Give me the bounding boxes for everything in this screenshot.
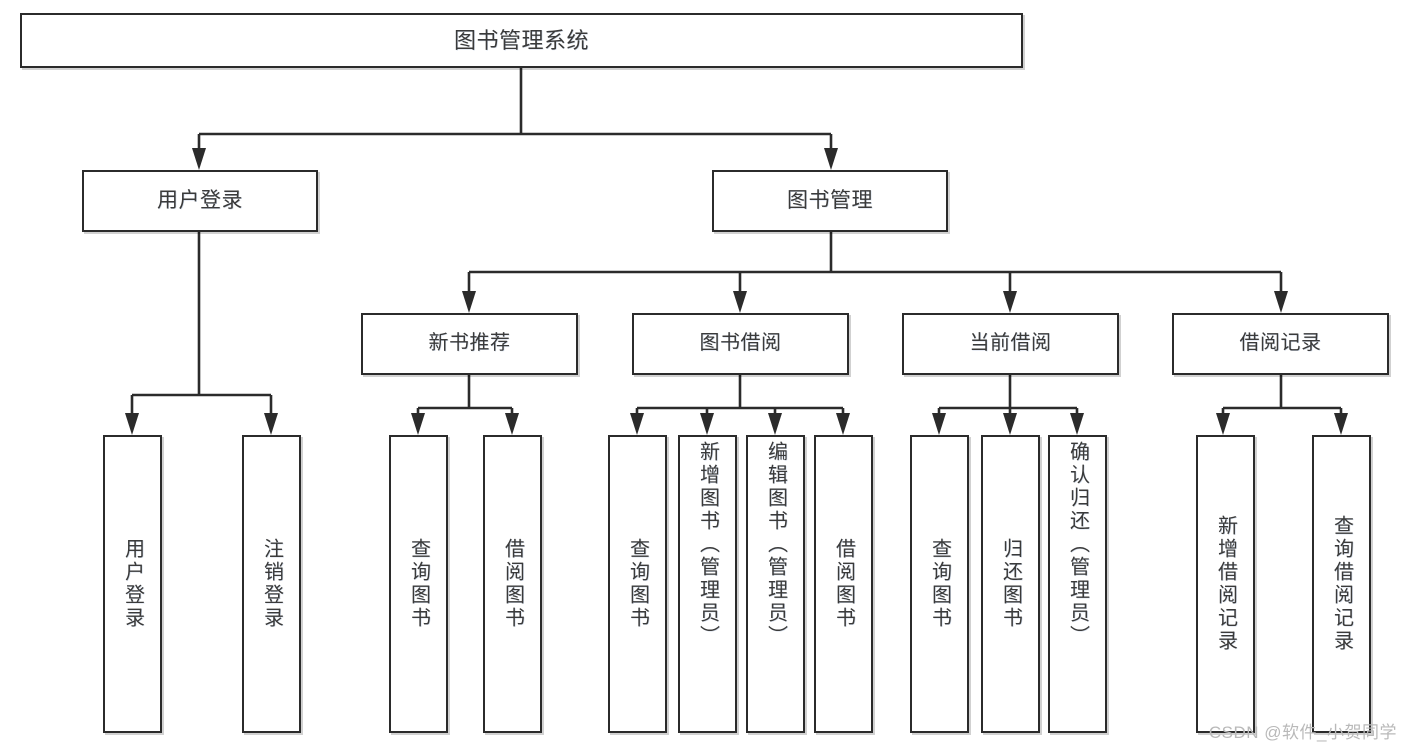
leaf-recommend-borrow-book-label: 借阅图书 (501, 538, 524, 630)
leaf-borrow-edit-book-wrap: 编辑图书（管理员） (748, 437, 803, 735)
leaf-recommend-query-book-wrap: 查询图书 (391, 437, 446, 731)
leaf-borrow-query-book-wrap: 查询图书 (610, 437, 665, 731)
node-user-login[interactable]: 用户登录 (82, 170, 318, 232)
leaf-borrow-query-book-label: 查询图书 (626, 538, 649, 630)
leaf-borrow-borrow-book[interactable]: 借阅图书 (814, 435, 873, 733)
leaf-recommend-query-book-label: 查询图书 (407, 538, 430, 630)
leaf-borrow-borrow-book-wrap: 借阅图书 (816, 437, 871, 731)
leaf-user-login[interactable]: 用户登录 (103, 435, 162, 733)
leaf-current-confirm-return[interactable]: 确认归还（管理员） (1048, 435, 1107, 733)
arrow-bookmgmt-c2 (733, 291, 747, 313)
arrow-records-l2 (1334, 413, 1348, 435)
arrow-borrow-l4 (836, 413, 850, 435)
leaf-recommend-borrow-book-wrap: 借阅图书 (485, 437, 540, 731)
leaf-records-query-record[interactable]: 查询借阅记录 (1312, 435, 1371, 733)
leaf-user-login-wrap: 用户登录 (105, 437, 160, 731)
arrow-current-l1 (932, 413, 946, 435)
arrow-newbook-l2 (505, 413, 519, 435)
arrow-newbook-l1 (411, 413, 425, 435)
arrow-bookmgmt-c4 (1274, 291, 1288, 313)
node-root-label: 图书管理系统 (453, 27, 589, 53)
csdn-watermark: CSDN @软件_小贺同学 (1208, 723, 1397, 742)
leaf-borrow-edit-book[interactable]: 编辑图书（管理员） (746, 435, 805, 733)
leaf-records-add-record-label: 新增借阅记录 (1214, 515, 1237, 653)
arrow-userlogin-l1 (125, 413, 139, 435)
arrow-records-l1 (1216, 413, 1230, 435)
node-book-management[interactable]: 图书管理 (712, 170, 948, 232)
node-borrow-records[interactable]: 借阅记录 (1172, 313, 1389, 375)
arrow-borrow-l2 (700, 413, 714, 435)
leaf-logout[interactable]: 注销登录 (242, 435, 301, 733)
node-current-borrow-label: 当前借阅 (969, 332, 1052, 355)
node-book-management-label: 图书管理 (787, 188, 873, 212)
node-borrow-records-label: 借阅记录 (1239, 332, 1322, 355)
arrow-bookmgmt-c1 (462, 291, 476, 313)
leaf-current-confirm-return-wrap: 确认归还（管理员） (1050, 437, 1105, 735)
leaf-current-query-book[interactable]: 查询图书 (910, 435, 969, 733)
leaf-borrow-add-book[interactable]: 新增图书（管理员） (678, 435, 737, 733)
leaf-current-return-book-label: 归还图书 (999, 538, 1022, 630)
arrow-userlogin-l2 (264, 413, 278, 435)
leaf-records-query-record-label: 查询借阅记录 (1330, 515, 1353, 653)
arrow-root-to-book-mgmt (824, 148, 838, 170)
arrow-current-l2 (1003, 413, 1017, 435)
leaf-records-query-record-wrap: 查询借阅记录 (1314, 437, 1369, 731)
node-current-borrow[interactable]: 当前借阅 (902, 313, 1119, 375)
arrow-current-l3 (1070, 413, 1084, 435)
node-new-book-recommend[interactable]: 新书推荐 (361, 313, 578, 375)
arrow-bookmgmt-c3 (1003, 291, 1017, 313)
node-book-borrow-label: 图书借阅 (699, 332, 782, 355)
leaf-current-query-book-label: 查询图书 (928, 538, 951, 630)
leaf-current-return-book-wrap: 归还图书 (983, 437, 1038, 731)
node-user-login-label: 用户登录 (157, 188, 243, 212)
leaf-recommend-borrow-book[interactable]: 借阅图书 (483, 435, 542, 733)
leaf-borrow-add-book-wrap: 新增图书（管理员） (680, 437, 735, 735)
leaf-borrow-query-book[interactable]: 查询图书 (608, 435, 667, 733)
node-root[interactable]: 图书管理系统 (20, 13, 1023, 68)
node-new-book-recommend-label: 新书推荐 (428, 332, 511, 355)
leaf-user-login-label: 用户登录 (121, 538, 144, 630)
arrow-borrow-l1 (630, 413, 644, 435)
leaf-current-return-book[interactable]: 归还图书 (981, 435, 1040, 733)
leaf-borrow-add-book-label: 新增图书（管理员） (696, 441, 719, 648)
leaf-current-confirm-return-label: 确认归还（管理员） (1066, 441, 1089, 648)
leaf-records-add-record[interactable]: 新增借阅记录 (1196, 435, 1255, 733)
leaf-borrow-borrow-book-label: 借阅图书 (832, 538, 855, 630)
leaf-logout-wrap: 注销登录 (244, 437, 299, 731)
leaf-recommend-query-book[interactable]: 查询图书 (389, 435, 448, 733)
leaf-borrow-edit-book-label: 编辑图书（管理员） (764, 441, 787, 648)
leaf-records-add-record-wrap: 新增借阅记录 (1198, 437, 1253, 731)
arrow-borrow-l3 (768, 413, 782, 435)
leaf-current-query-book-wrap: 查询图书 (912, 437, 967, 731)
arrow-root-to-user-login (192, 148, 206, 170)
node-book-borrow[interactable]: 图书借阅 (632, 313, 849, 375)
leaf-logout-label: 注销登录 (260, 538, 283, 630)
